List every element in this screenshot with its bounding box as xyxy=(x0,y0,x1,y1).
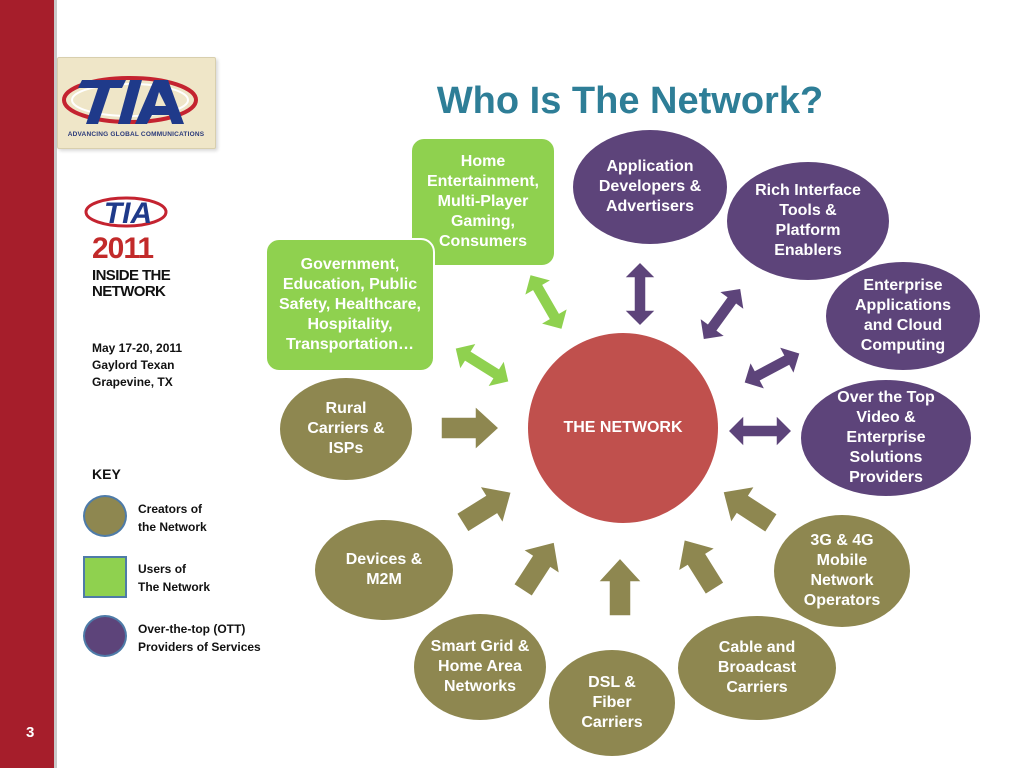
key-label-creators: Creators of the Network xyxy=(138,500,207,536)
page-title: Who Is The Network? xyxy=(436,80,824,122)
sidebar-edge xyxy=(54,0,57,768)
node-devices-m2m: Devices & M2M xyxy=(315,520,453,620)
arrow-dsl-fiber xyxy=(596,556,644,617)
key-label-creators-line1: Creators of xyxy=(138,502,203,516)
node-cable-broadcast-label: Cable and Broadcast Carriers xyxy=(717,639,797,696)
node-app-developers: Application Developers & Advertisers xyxy=(573,130,727,244)
key-label-users-line1: Users of xyxy=(138,562,187,576)
arrow-devices-m2m xyxy=(455,485,513,534)
event-venue: Gaylord Texan xyxy=(92,358,175,372)
node-dsl-fiber: DSL & Fiber Carriers xyxy=(549,650,675,756)
node-ott-video-label: Over the Top Video & Enterprise Solution… xyxy=(837,389,935,486)
arrow-rich-interface xyxy=(698,287,746,341)
node-rural-carriers-label: Rural Carriers & ISPs xyxy=(307,400,385,457)
key-label-ott: Over-the-top (OTT) Providers of Services xyxy=(138,620,261,656)
event-logo-text: TIA xyxy=(104,197,152,230)
center-network-label: THE NETWORK xyxy=(563,419,683,436)
node-cable-broadcast: Cable and Broadcast Carriers xyxy=(678,616,836,720)
logo-tagline: ADVANCING GLOBAL COMMUNICATIONS xyxy=(67,131,205,138)
arrow-home-entertainment xyxy=(522,273,570,331)
center-network: THE NETWORK xyxy=(528,333,718,523)
tia-logo xyxy=(57,57,216,149)
node-rural-carriers: Rural Carriers & ISPs xyxy=(280,378,412,480)
node-rich-interface: Rich Interface Tools & Platform Enablers xyxy=(727,162,889,280)
tia-logo-mark xyxy=(62,76,198,124)
event-logo-mark: TIA xyxy=(84,196,168,230)
event-dates: May 17-20, 2011 xyxy=(92,341,183,355)
node-devices-m2m-label: Devices & M2M xyxy=(345,551,423,588)
key-swatch-ott xyxy=(83,615,127,657)
event-name-line1: INSIDE THE xyxy=(92,267,171,284)
key-label-users: Users of The Network xyxy=(138,560,210,596)
key-swatch-creators xyxy=(83,495,127,537)
node-smart-grid-label: Smart Grid & Home Area Networks xyxy=(430,638,530,695)
node-enterprise-apps-label: Enterprise Applications and Cloud Comput… xyxy=(854,277,951,354)
node-ott-video: Over the Top Video & Enterprise Solution… xyxy=(801,380,971,496)
arrow-cable-broadcast xyxy=(677,538,726,596)
key-title: KEY xyxy=(92,466,121,482)
arrow-enterprise-apps xyxy=(742,345,802,391)
arrow-mobile-operators xyxy=(721,485,779,534)
arrow-rural-carriers xyxy=(440,404,501,452)
node-enterprise-apps: Enterprise Applications and Cloud Comput… xyxy=(826,262,980,370)
arrow-smart-grid xyxy=(512,540,561,598)
node-smart-grid: Smart Grid & Home Area Networks xyxy=(414,614,546,720)
page-number: 3 xyxy=(26,724,35,741)
sidebar-band xyxy=(0,0,54,768)
arrow-ott-video xyxy=(726,413,794,449)
arrow-app-developers xyxy=(622,260,658,328)
event-year: 2011 xyxy=(92,232,154,265)
node-government-label: Government, Education, Public Safety, He… xyxy=(279,256,421,353)
node-home-entertainment: Home Entertainment, Multi-Player Gaming,… xyxy=(410,137,556,267)
event-info: May 17-20, 2011 Gaylord Texan Grapevine,… xyxy=(92,340,182,391)
key-label-ott-line1: Over-the-top (OTT) xyxy=(138,622,246,636)
node-rich-interface-label: Rich Interface Tools & Platform Enablers xyxy=(755,182,861,259)
node-home-entertainment-label: Home Entertainment, Multi-Player Gaming,… xyxy=(426,153,539,250)
node-government: Government, Education, Public Safety, He… xyxy=(265,238,435,372)
event-city: Grapevine, TX xyxy=(92,375,173,389)
arrow-government xyxy=(453,341,511,389)
key-swatch-users xyxy=(83,556,127,598)
event-name-line2: NETWORK xyxy=(92,283,166,300)
node-mobile-operators-label: 3G & 4G Mobile Network Operators xyxy=(803,532,881,609)
node-mobile-operators: 3G & 4G Mobile Network Operators xyxy=(774,515,910,627)
key-label-ott-line2: Providers of Services xyxy=(138,640,261,654)
key-label-users-line2: The Network xyxy=(138,580,211,594)
node-dsl-fiber-label: DSL & Fiber Carriers xyxy=(581,674,643,731)
key-label-creators-line2: the Network xyxy=(138,520,207,534)
node-app-developers-label: Application Developers & Advertisers xyxy=(598,158,702,215)
